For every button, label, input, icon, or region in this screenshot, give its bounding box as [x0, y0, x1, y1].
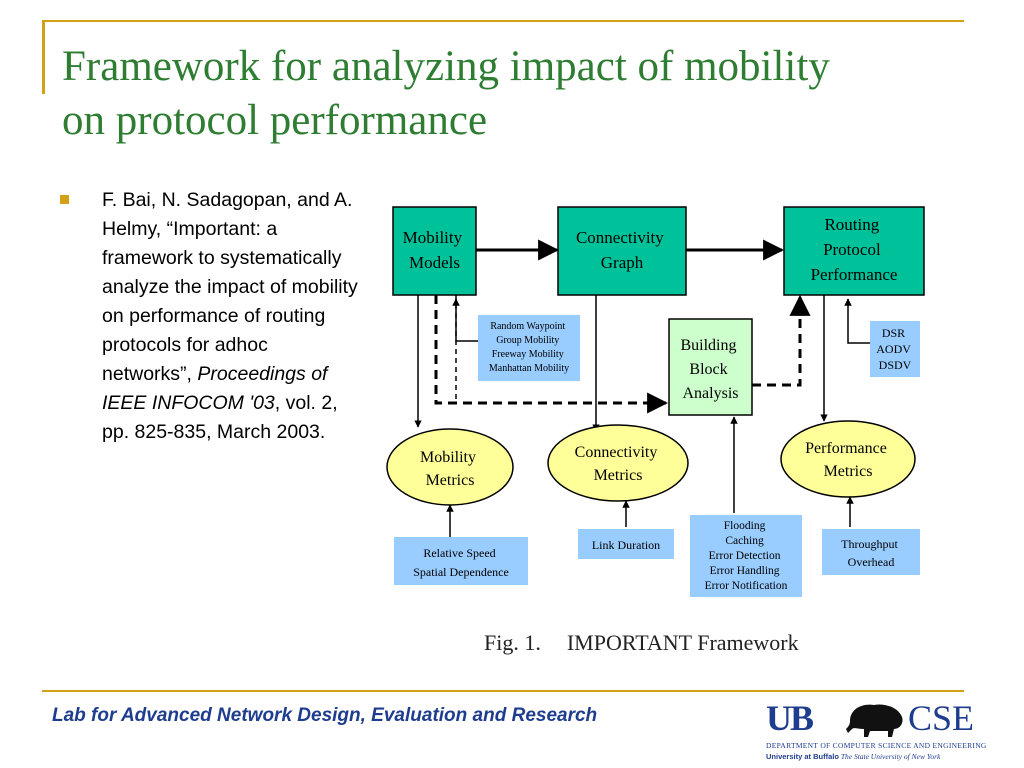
- citation-bullet-item: F. Bai, N. Sadagopan, and A. Helmy, “Imp…: [60, 186, 360, 447]
- building-blocks-note-line-4: Error Handling: [710, 565, 780, 577]
- footer-rule: [42, 690, 964, 692]
- routing-protocol-performance-line-3: Performance: [811, 265, 898, 284]
- connectivity-metrics-line-2: Metrics: [594, 467, 643, 484]
- mobility-metrics-note-line-2: Spatial Dependence: [413, 565, 509, 579]
- performance-metrics-line-2: Metrics: [824, 463, 873, 480]
- citation-details: , vol. 2, pp. 825-835, March 2003.: [102, 392, 338, 443]
- important-framework-diagram: Mobility Models Connectivity Graph Routi…: [386, 206, 925, 597]
- mobility-metrics-line-2: Metrics: [426, 472, 475, 489]
- arrow-protocol-note-to-performance: [844, 298, 870, 344]
- mobility-metrics-note-line-1: Relative Speed: [423, 546, 495, 560]
- building-block-analysis-line-1: Building: [680, 337, 736, 354]
- building-blocks-note-line-2: Caching: [725, 535, 764, 547]
- university-name-italic: The State University of New York: [840, 752, 941, 761]
- connectivity-metrics-label: Connectivity Metrics: [575, 444, 662, 484]
- mobility-metrics-ellipse: [386, 428, 514, 506]
- mobility-models-note-line-1: Random Waypoint: [490, 321, 565, 332]
- mobility-models-note-line-3: Freeway Mobility: [492, 349, 564, 360]
- mobility-models-note-line-2: Group Mobility: [496, 335, 559, 346]
- routing-protocol-performance-label: Routing Protocol Performance: [811, 215, 898, 284]
- department-name: DEPARTMENT OF COMPUTER SCIENCE AND ENGIN…: [766, 741, 987, 750]
- connectivity-graph-box: [557, 206, 687, 296]
- connectivity-metrics-note: [578, 529, 674, 559]
- building-blocks-note-line-1: Flooding: [724, 520, 766, 532]
- building-blocks-note: [690, 515, 802, 597]
- building-blocks-note-line-3: Error Detection: [709, 550, 781, 562]
- connectivity-graph-line-1: Connectivity: [576, 228, 664, 247]
- slide-title-line-2: on protocol performance: [62, 97, 488, 144]
- building-blocks-note-text: Flooding Caching Error Detection Error H…: [705, 520, 788, 592]
- connectivity-metrics-ellipse: [547, 424, 689, 502]
- mobility-models-label: Mobility Models: [403, 228, 467, 272]
- slide-title-line-1: Framework for analyzing impact of mobili…: [62, 43, 830, 90]
- connectivity-graph-line-2: Graph: [601, 253, 644, 272]
- arrow-mobility-note-to-models: [452, 298, 480, 342]
- cse-logo-text: CSE: [908, 698, 975, 738]
- figure-number: Fig. 1.: [484, 630, 541, 655]
- ub-logo-text: UB: [766, 698, 814, 738]
- buffalo-icon: [846, 704, 903, 737]
- citation-authors: F. Bai, N. Sadagopan, and A. Helmy, “Imp…: [102, 189, 358, 385]
- performance-metrics-line-1: Performance: [805, 440, 887, 457]
- mobility-metrics-line-1: Mobility: [420, 449, 476, 466]
- dashed-arrow-to-building-block: [434, 295, 669, 414]
- building-blocks-note-line-5: Error Notification: [705, 580, 788, 592]
- ub-cse-logo: UB CSE DEPARTMENT OF COMPUTER SCIENCE AN…: [766, 695, 986, 765]
- figure-caption-text: IMPORTANT Framework: [566, 630, 799, 655]
- performance-metrics-note-line-1: Throughput: [841, 537, 898, 551]
- routing-protocol-performance-line-1: Routing: [824, 215, 879, 234]
- performance-metrics-label: Performance Metrics: [805, 440, 891, 480]
- protocols-note-line-3: DSDV: [879, 358, 912, 372]
- routing-protocol-performance-box: [783, 206, 925, 296]
- routing-protocol-performance-line-2: Protocol: [823, 240, 881, 259]
- university-name: University at Buffalo The State Universi…: [766, 752, 940, 761]
- building-block-analysis-line-2: Block: [689, 361, 727, 378]
- mobility-metrics-note: [394, 537, 528, 585]
- building-block-analysis-line-3: Analysis: [683, 385, 739, 402]
- dashed-arrow-building-block-to-performance: [752, 294, 811, 387]
- slide-title: Framework for analyzing impact of mobili…: [62, 40, 982, 148]
- connectivity-metrics-note-text: Link Duration: [592, 538, 660, 552]
- mobility-models-note: [478, 315, 580, 381]
- citation-venue: Proceedings of IEEE INFOCOM '03: [102, 363, 328, 414]
- performance-metrics-note-line-2: Overhead: [848, 555, 895, 569]
- mobility-models-line-1: Mobility: [403, 228, 463, 247]
- mobility-models-note-line-4: Manhattan Mobility: [489, 363, 569, 374]
- protocols-note: [870, 321, 920, 377]
- protocols-note-text: DSR AODV DSDV: [876, 326, 913, 372]
- protocols-note-line-1: DSR: [882, 326, 905, 340]
- title-accent-bar: [42, 20, 45, 94]
- mobility-models-box: [392, 206, 477, 296]
- bullet-marker: [60, 195, 69, 204]
- building-block-analysis-box: [668, 318, 753, 416]
- building-block-analysis-label: Building Block Analysis: [680, 337, 740, 402]
- connectivity-metrics-line-1: Connectivity: [575, 444, 658, 461]
- protocols-note-line-2: AODV: [876, 342, 911, 356]
- mobility-models-line-2: Models: [409, 253, 460, 272]
- university-name-bold: University at Buffalo: [766, 752, 839, 761]
- mobility-metrics-note-text: Relative Speed Spatial Dependence: [413, 546, 509, 579]
- footer-lab-name: Lab for Advanced Network Design, Evaluat…: [52, 705, 598, 726]
- figure-caption: Fig. 1. IMPORTANT Framework: [484, 630, 799, 656]
- performance-metrics-note: [822, 529, 920, 575]
- title-rule: [42, 20, 964, 22]
- performance-metrics-ellipse: [780, 420, 916, 498]
- mobility-models-note-text: Random Waypoint Group Mobility Freeway M…: [489, 321, 569, 374]
- mobility-metrics-label: Mobility Metrics: [420, 449, 480, 489]
- citation-text: F. Bai, N. Sadagopan, and A. Helmy, “Imp…: [102, 186, 360, 447]
- performance-metrics-note-text: Throughput Overhead: [841, 537, 901, 569]
- connectivity-graph-label: Connectivity Graph: [576, 228, 668, 272]
